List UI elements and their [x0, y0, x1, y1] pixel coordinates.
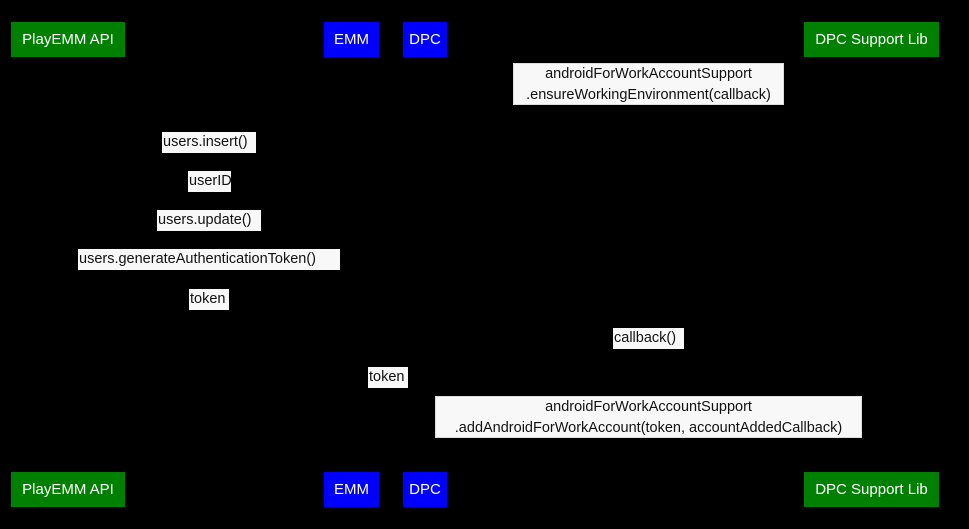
participant-label: PlayEMM API — [22, 481, 114, 498]
lifeline-dpc — [425, 57, 426, 472]
message-token-to-emm: token — [189, 289, 229, 310]
lifeline-dpc-support-lib — [871, 57, 872, 472]
message-generate-authentication-token: users.generateAuthenticationToken() — [78, 249, 340, 270]
lifeline-playemm-api — [68, 57, 69, 472]
participant-label: DPC Support Lib — [815, 481, 928, 498]
message-ensure-working-environment: androidForWorkAccountSupport .ensureWork… — [513, 63, 784, 105]
message-users-insert: users.insert() — [162, 132, 256, 153]
participant-dpc-support-lib-top[interactable]: DPC Support Lib — [804, 22, 939, 57]
message-user-id: userID — [188, 171, 232, 192]
participant-label: DPC — [409, 481, 441, 498]
participant-dpc-bottom[interactable]: DPC — [403, 472, 447, 507]
lifeline-emm — [351, 57, 352, 472]
participant-label: DPC — [409, 31, 441, 48]
participant-label: EMM — [334, 481, 369, 498]
message-token-to-dpc: token — [368, 367, 408, 388]
participant-emm-top[interactable]: EMM — [324, 22, 379, 57]
message-callback: callback() — [613, 328, 684, 349]
participant-dpc-top[interactable]: DPC — [403, 22, 447, 57]
message-add-android-for-work-account: androidForWorkAccountSupport .addAndroid… — [435, 396, 862, 438]
participant-playemm-api-bottom[interactable]: PlayEMM API — [11, 472, 125, 507]
participant-emm-bottom[interactable]: EMM — [324, 472, 379, 507]
participant-dpc-support-lib-bottom[interactable]: DPC Support Lib — [804, 472, 939, 507]
participant-label: EMM — [334, 31, 369, 48]
participant-label: PlayEMM API — [22, 31, 114, 48]
participant-playemm-api-top[interactable]: PlayEMM API — [11, 22, 125, 57]
participant-label: DPC Support Lib — [815, 31, 928, 48]
message-users-update: users.update() — [157, 210, 261, 231]
